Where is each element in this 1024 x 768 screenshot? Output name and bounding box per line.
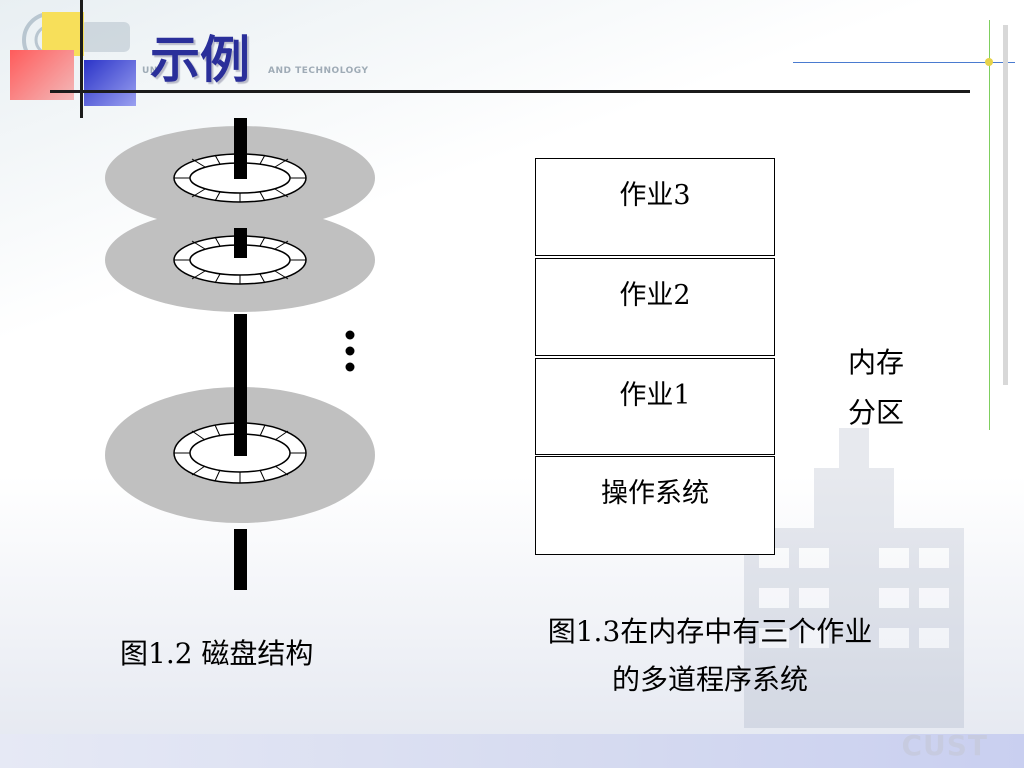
ellipsis-dots <box>345 330 355 372</box>
partition-label: 操作系统 <box>601 478 709 509</box>
deco-yellow-square <box>42 12 84 56</box>
partition-job2: 作业2 <box>535 258 775 356</box>
deco-right-hline <box>793 62 1015 63</box>
disk-figure-caption: 图1.2 磁盘结构 <box>120 637 314 670</box>
deco-vertical-line <box>80 0 83 118</box>
university-name-right: AND TECHNOLOGY <box>268 66 369 76</box>
partition-job3: 作业3 <box>535 158 775 256</box>
partition-job1: 作业1 <box>535 358 775 455</box>
disk-platter-2 <box>105 208 375 312</box>
partition-label: 作业2 <box>619 280 691 311</box>
deco-horizontal-line <box>50 90 970 93</box>
university-name-left: UN <box>142 66 158 76</box>
disk-structure-diagram <box>105 118 375 590</box>
deco-blue-square <box>84 60 136 106</box>
memory-partition-label: 内存 分区 <box>848 338 928 438</box>
partition-os: 操作系统 <box>535 456 775 555</box>
footer-band <box>0 734 1024 768</box>
memory-label-line1: 内存 <box>848 346 905 379</box>
deco-right-dot <box>985 58 993 66</box>
disk-spindle <box>234 118 247 590</box>
memory-caption-line1: 图1.3在内存中有三个作业 <box>547 615 873 648</box>
memory-label-line2: 分区 <box>848 396 905 429</box>
deco-right-bar <box>1003 25 1008 385</box>
partition-label: 作业3 <box>619 180 691 211</box>
cust-logo: CUST <box>901 729 988 762</box>
deco-right-vline <box>989 20 990 430</box>
slide-title: 示例 <box>150 31 250 89</box>
partition-label: 作业1 <box>619 380 691 411</box>
memory-caption-line2: 的多道程序系统 <box>611 663 808 696</box>
memory-figure-caption: 图1.3在内存中有三个作业 的多道程序系统 <box>505 608 915 704</box>
